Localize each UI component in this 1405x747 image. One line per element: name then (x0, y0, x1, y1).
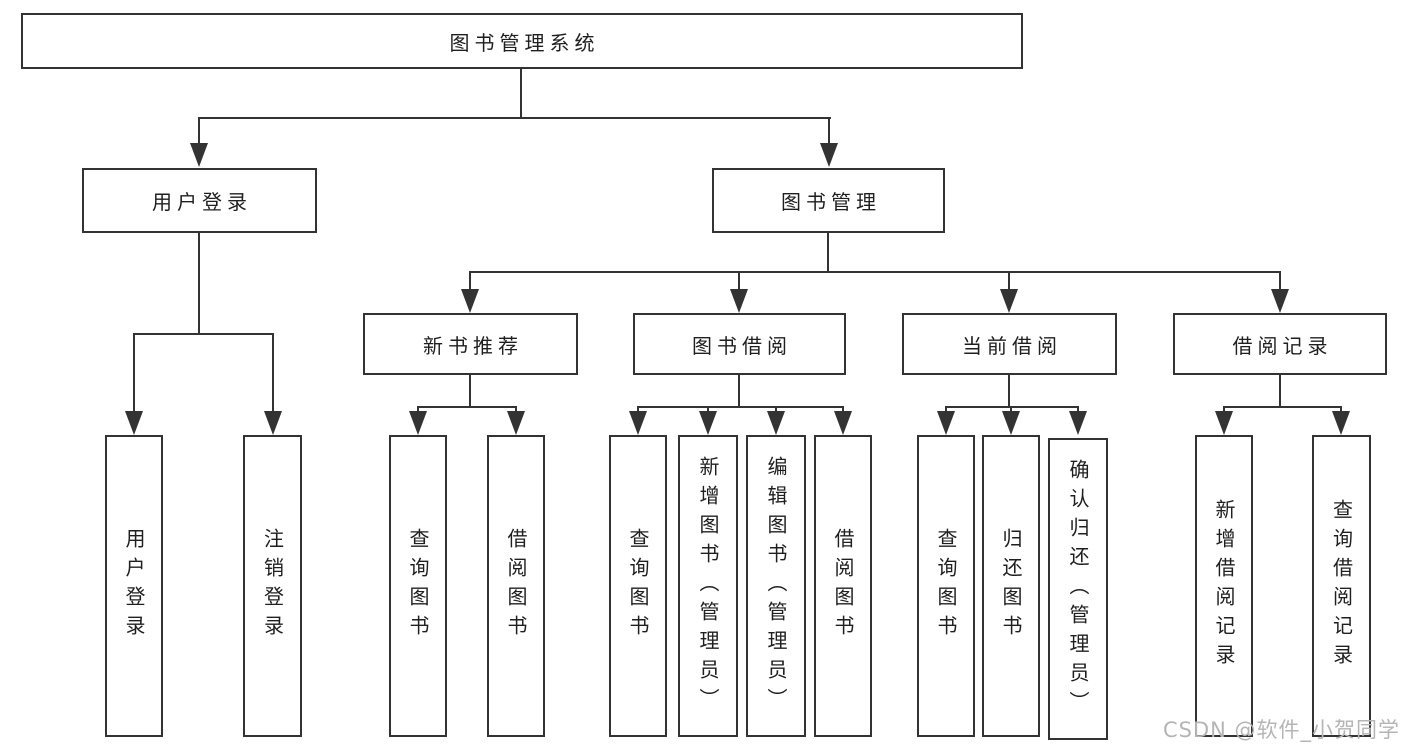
connector-drop-login-leaf (133, 333, 135, 413)
connector-drop-nb-borrow (515, 406, 517, 413)
arrowhead-new-book (461, 289, 479, 313)
leaf-logout: 注销登录 (243, 435, 302, 737)
leaf-label: 新增借阅记录 (1212, 499, 1236, 673)
leaf-label: 确认归还（管理员） (1066, 458, 1090, 720)
connector-drop-bb-edit (775, 406, 777, 413)
leaf-label: 归还图书 (999, 528, 1023, 644)
leaf-label: 借阅图书 (504, 528, 528, 644)
connector-drop-book-borrow (738, 271, 740, 291)
leaf-br-add-record: 新增借阅记录 (1195, 435, 1253, 737)
leaf-label: 查询借阅记录 (1329, 499, 1354, 673)
leaf-label: 新增图书（管理员） (696, 455, 720, 717)
arrowhead-user-login (190, 143, 208, 167)
leaf-label: 注销登录 (260, 528, 285, 644)
connector-book-borrow-stub (738, 375, 740, 407)
leaf-bb-add-books-admin: 新增图书（管理员） (678, 435, 738, 737)
node-label: 借阅记录 (1232, 333, 1333, 358)
node-book-borrowing: 图书借阅 (633, 313, 846, 375)
connector-drop-br-query (1340, 406, 1342, 413)
connector-current-borrow-stub (1008, 375, 1010, 407)
leaf-label: 查询图书 (934, 528, 958, 644)
arrowhead-bb-query (629, 411, 647, 435)
connector-drop-br-add (1223, 406, 1225, 413)
leaf-br-query-record: 查询借阅记录 (1312, 435, 1371, 737)
connector-borrow-records-rail (1224, 406, 1342, 408)
node-book-management: 图书管理 (712, 168, 945, 233)
node-label: 图书借阅 (692, 333, 792, 358)
node-new-book-recommendation: 新书推荐 (363, 313, 578, 375)
node-borrowing-records: 借阅记录 (1173, 313, 1387, 375)
arrowhead-logout-leaf (264, 411, 282, 435)
node-current-borrowing: 当前借阅 (902, 313, 1117, 375)
connector-drop-logout-leaf (272, 333, 274, 413)
connector-current-borrow-rail (946, 406, 1079, 408)
connector-drop-bb-query (637, 406, 639, 413)
arrowhead-nb-query (409, 411, 427, 435)
leaf-nb-borrow-books: 借阅图书 (487, 435, 545, 737)
arrowhead-cb-confirm (1069, 411, 1087, 435)
leaf-bb-borrow-books: 借阅图书 (814, 435, 872, 737)
arrowhead-bb-add (699, 411, 717, 435)
arrowhead-book-management (820, 143, 838, 167)
node-library-management-system: 图书管理系统 (21, 13, 1023, 69)
node-label: 图书管理 (781, 190, 881, 214)
connector-level2-rail (198, 117, 831, 119)
node-label: 图书管理系统 (449, 30, 600, 55)
leaf-cb-return-books: 归还图书 (982, 435, 1040, 737)
connector-drop-nb-query (417, 406, 419, 413)
connector-drop-cb-confirm (1077, 406, 1079, 413)
connector-borrow-records-stub (1279, 375, 1281, 407)
connector-drop-borrow-records (1279, 271, 1281, 291)
arrowhead-nb-borrow (507, 411, 525, 435)
connector-book-management-stub (827, 233, 829, 272)
connector-user-login-stub (198, 233, 200, 335)
connector-drop-cb-return (1010, 406, 1012, 413)
leaf-label: 编辑图书（管理员） (764, 455, 788, 717)
leaf-bb-query-books: 查询图书 (609, 435, 667, 737)
leaf-cb-confirm-return-admin: 确认归还（管理员） (1048, 438, 1108, 740)
arrowhead-current-borrow (1000, 289, 1018, 313)
arrowhead-br-query (1332, 411, 1350, 435)
arrowhead-book-borrow (730, 289, 748, 313)
leaf-bb-edit-books-admin: 编辑图书（管理员） (746, 435, 806, 737)
node-label: 当前借阅 (962, 333, 1062, 358)
connector-root-stub (520, 69, 522, 118)
connector-new-book-rail (418, 406, 517, 408)
connector-drop-cb-query (945, 406, 947, 413)
connector-drop-new-book (469, 271, 471, 291)
leaf-cb-query-books: 查询图书 (917, 435, 975, 737)
connector-drop-user-login (198, 117, 200, 145)
arrowhead-br-add (1215, 411, 1233, 435)
leaf-label: 用户登录 (122, 528, 146, 644)
leaf-label: 查询图书 (626, 528, 650, 644)
leaf-label: 查询图书 (406, 528, 430, 644)
leaf-user-login: 用户登录 (105, 435, 163, 737)
node-label: 用户登录 (152, 190, 252, 214)
leaf-label: 借阅图书 (831, 528, 855, 644)
connector-drop-bb-borrow (842, 406, 844, 413)
connector-drop-bb-add (707, 406, 709, 413)
arrowhead-bb-borrow (834, 411, 852, 435)
arrowhead-cb-query (937, 411, 955, 435)
arrowhead-bb-edit (767, 411, 785, 435)
connector-user-login-rail (133, 333, 274, 335)
node-label: 新书推荐 (423, 333, 523, 358)
arrowhead-login-leaf (125, 411, 143, 435)
connector-drop-book-management (828, 117, 830, 145)
connector-level3-rail (470, 271, 1281, 273)
leaf-nb-query-books: 查询图书 (389, 435, 447, 737)
arrowhead-cb-return (1002, 411, 1020, 435)
node-user-login: 用户登录 (82, 168, 317, 233)
connector-drop-current-borrow (1008, 271, 1010, 291)
connector-new-book-stub (469, 375, 471, 407)
arrowhead-borrow-records (1271, 289, 1289, 313)
connector-book-borrow-rail (638, 406, 844, 408)
csdn-watermark: CSDN @软件_小贺同学 (1163, 718, 1401, 742)
